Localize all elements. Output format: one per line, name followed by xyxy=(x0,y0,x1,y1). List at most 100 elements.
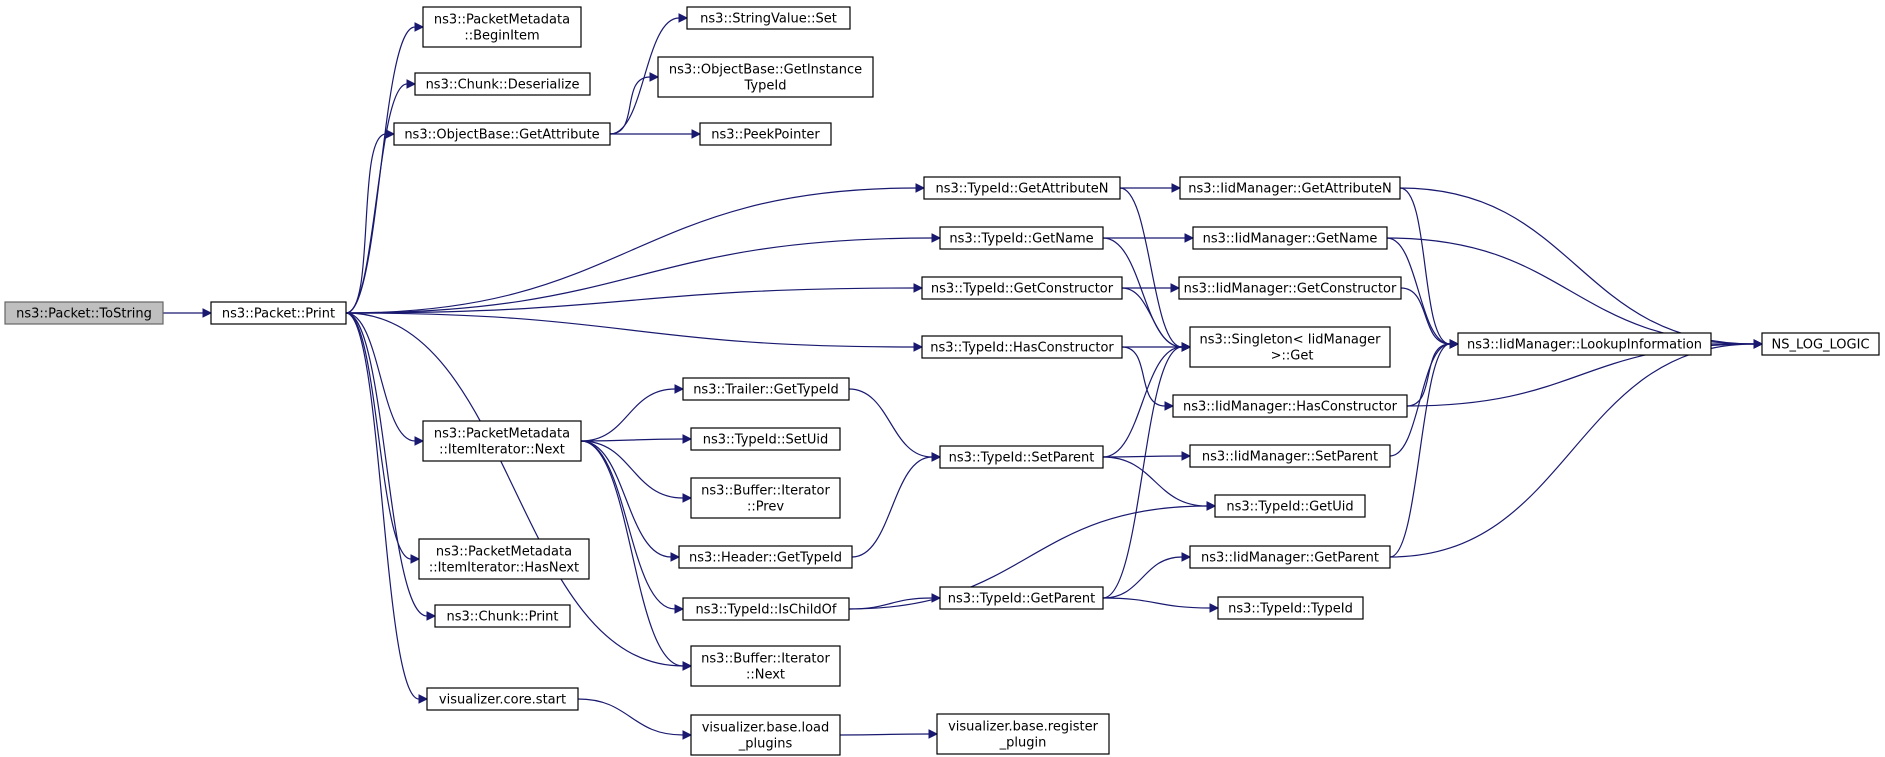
edge-header-gettypeid-to-typeid-setparent xyxy=(851,456,933,558)
edge-iidmanager-getname-to-iidmanager-lookupinformation xyxy=(1386,237,1451,345)
node-label: ns3::PacketMetadata xyxy=(434,13,570,28)
node-box xyxy=(1761,332,1880,356)
node-label: ns3::TypeId::HasConstructor xyxy=(930,341,1114,356)
node-label: ns3::Header::GetTypeId xyxy=(689,551,842,566)
node-box xyxy=(690,427,841,451)
node-box xyxy=(422,6,582,48)
node-box xyxy=(210,301,347,325)
edge-arrowhead xyxy=(1181,451,1192,461)
edge-packet-print-to-pm-itemiterator-next xyxy=(345,312,416,442)
node-objectbase-getattribute[interactable]: ns3::ObjectBase::GetAttribute xyxy=(393,122,611,146)
node-box xyxy=(434,604,571,628)
edge-iidmanager-getparent-to-iidmanager-lookupinformation xyxy=(1389,343,1451,558)
node-typeid-getname[interactable]: ns3::TypeId::GetName xyxy=(939,226,1104,250)
edge-iidmanager-getattributen-to-ns-log-logic xyxy=(1399,187,1755,345)
node-iidmanager-getname[interactable]: ns3::IidManager::GetName xyxy=(1192,226,1388,250)
node-box xyxy=(921,335,1123,359)
edge-arrowhead xyxy=(913,342,924,352)
node-singleton-iidmanager-get[interactable]: ns3::Singleton< IidManager >::Get xyxy=(1189,326,1391,368)
node-box xyxy=(393,122,611,146)
node-visualizer-core-start[interactable]: visualizer.core.start xyxy=(426,687,579,711)
node-typeid-getattributen[interactable]: ns3::TypeId::GetAttributeN xyxy=(923,176,1121,200)
edge-arrowhead xyxy=(678,13,689,23)
node-typeid-getparent[interactable]: ns3::TypeId::GetParent xyxy=(939,586,1104,610)
node-pm-itemiterator-hasnext[interactable]: ns3::PacketMetadata::ItemIterator::HasNe… xyxy=(418,538,590,580)
edge-arrowhead xyxy=(385,129,396,139)
node-chunk-print[interactable]: ns3::Chunk::Print xyxy=(434,604,571,628)
node-box xyxy=(923,176,1121,200)
node-stringvalue-set[interactable]: ns3::StringValue::Set xyxy=(686,6,851,30)
node-label: ::Prev xyxy=(747,500,784,515)
node-label: ns3::IidManager::LookupInformation xyxy=(1467,338,1702,353)
node-label: ns3::PeekPointer xyxy=(711,128,820,143)
node-label: ::BeginItem xyxy=(464,29,539,44)
edge-arrowhead xyxy=(202,308,213,318)
edge-packet-print-to-chunk-print xyxy=(345,312,428,617)
edge-arrowhead xyxy=(1181,552,1192,562)
node-iidmanager-hasconstructor[interactable]: ns3::IidManager::HasConstructor xyxy=(1172,394,1408,418)
node-typeid-getuid[interactable]: ns3::TypeId::GetUid xyxy=(1214,494,1366,518)
node-iidmanager-getattributen[interactable]: ns3::IidManager::GetAttributeN xyxy=(1179,176,1401,200)
node-label: visualizer.base.load xyxy=(702,721,830,736)
edge-pm-itemiterator-next-to-typeid-setuid xyxy=(580,438,684,442)
node-typeid-getconstructor[interactable]: ns3::TypeId::GetConstructor xyxy=(921,276,1123,300)
node-box xyxy=(657,56,874,98)
node-chunk-deserialize[interactable]: ns3::Chunk::Deserialize xyxy=(414,72,591,96)
node-typeid-typeid[interactable]: ns3::TypeId::TypeId xyxy=(1217,596,1364,620)
node-label: ns3::TypeId::GetUid xyxy=(1226,500,1353,515)
node-box xyxy=(426,687,579,711)
node-label: ns3::Trailer::GetTypeId xyxy=(693,383,839,398)
node-packet-tostring[interactable]: ns3::Packet::ToString xyxy=(4,301,164,325)
node-label: ::ItemIterator::Next xyxy=(439,443,565,458)
node-label: ns3::ObjectBase::GetInstance xyxy=(669,63,862,78)
node-pm-beginitem[interactable]: ns3::PacketMetadata::BeginItem xyxy=(422,6,582,48)
node-pm-itemiterator-next[interactable]: ns3::PacketMetadata::ItemIterator::Next xyxy=(422,420,582,462)
edge-typeid-setparent-to-iidmanager-setparent xyxy=(1102,455,1183,458)
edge-arrowhead xyxy=(1171,183,1182,193)
edge-packet-print-to-buffer-iterator-next xyxy=(345,312,684,667)
node-trailer-gettypeid[interactable]: ns3::Trailer::GetTypeId xyxy=(682,377,850,401)
edge-arrowhead xyxy=(931,593,942,603)
edge-iidmanager-getparent-to-ns-log-logic xyxy=(1389,343,1755,558)
edge-arrowhead xyxy=(1206,501,1217,511)
node-typeid-ischildof[interactable]: ns3::TypeId::IsChildOf xyxy=(682,597,850,621)
node-box xyxy=(921,276,1123,300)
node-box xyxy=(682,597,850,621)
node-iidmanager-getconstructor[interactable]: ns3::IidManager::GetConstructor xyxy=(1178,276,1402,300)
node-buffer-iterator-prev[interactable]: ns3::Buffer::Iterator::Prev xyxy=(690,477,841,519)
node-visualizer-base-load-plugins[interactable]: visualizer.base.load_plugins xyxy=(690,714,841,756)
node-box xyxy=(936,713,1110,755)
edge-visualizer-base-load-plugins-to-visualizer-base-register-plugin xyxy=(839,733,930,736)
edge-arrowhead xyxy=(682,661,693,671)
node-iidmanager-lookupinformation[interactable]: ns3::IidManager::LookupInformation xyxy=(1457,332,1712,356)
edge-trailer-gettypeid-to-typeid-setparent xyxy=(848,388,933,458)
edge-arrowhead xyxy=(1753,339,1764,349)
node-label: _plugins xyxy=(738,737,793,752)
node-buffer-iterator-next[interactable]: ns3::Buffer::Iterator::Next xyxy=(690,645,841,687)
edge-objectbase-getattribute-to-objectbase-getinstancetypeid xyxy=(609,76,651,135)
edge-typeid-setparent-to-typeid-getuid xyxy=(1102,456,1208,507)
node-typeid-hasconstructor[interactable]: ns3::TypeId::HasConstructor xyxy=(921,335,1123,359)
node-peekpointer[interactable]: ns3::PeekPointer xyxy=(699,122,832,146)
node-iidmanager-setparent[interactable]: ns3::IidManager::SetParent xyxy=(1189,444,1391,468)
edge-arrowhead xyxy=(426,611,437,621)
edge-typeid-getconstructor-to-singleton-iidmanager-get xyxy=(1121,287,1183,348)
node-typeid-setuid[interactable]: ns3::TypeId::SetUid xyxy=(690,427,841,451)
edge-iidmanager-hasconstructor-to-iidmanager-lookupinformation xyxy=(1406,343,1451,407)
node-header-gettypeid[interactable]: ns3::Header::GetTypeId xyxy=(678,545,853,569)
edge-typeid-getattributen-to-singleton-iidmanager-get xyxy=(1119,187,1183,348)
node-ns-log-logic[interactable]: NS_LOG_LOGIC xyxy=(1761,332,1880,356)
call-edges xyxy=(163,13,1764,740)
edge-typeid-getparent-to-typeid-typeid xyxy=(1102,597,1211,609)
edge-arrowhead xyxy=(414,436,425,446)
node-label: >::Get xyxy=(1267,349,1314,364)
node-packet-print[interactable]: ns3::Packet::Print xyxy=(210,301,347,325)
node-typeid-setparent[interactable]: ns3::TypeId::SetParent xyxy=(939,445,1104,469)
edge-packet-print-to-typeid-getattributen xyxy=(345,187,917,314)
node-box xyxy=(1189,326,1391,368)
node-iidmanager-getparent[interactable]: ns3::IidManager::GetParent xyxy=(1189,545,1391,569)
node-visualizer-base-register-plugin[interactable]: visualizer.base.register_plugin xyxy=(936,713,1110,755)
node-label: ns3::TypeId::SetParent xyxy=(949,451,1095,466)
edge-arrowhead xyxy=(649,72,660,82)
